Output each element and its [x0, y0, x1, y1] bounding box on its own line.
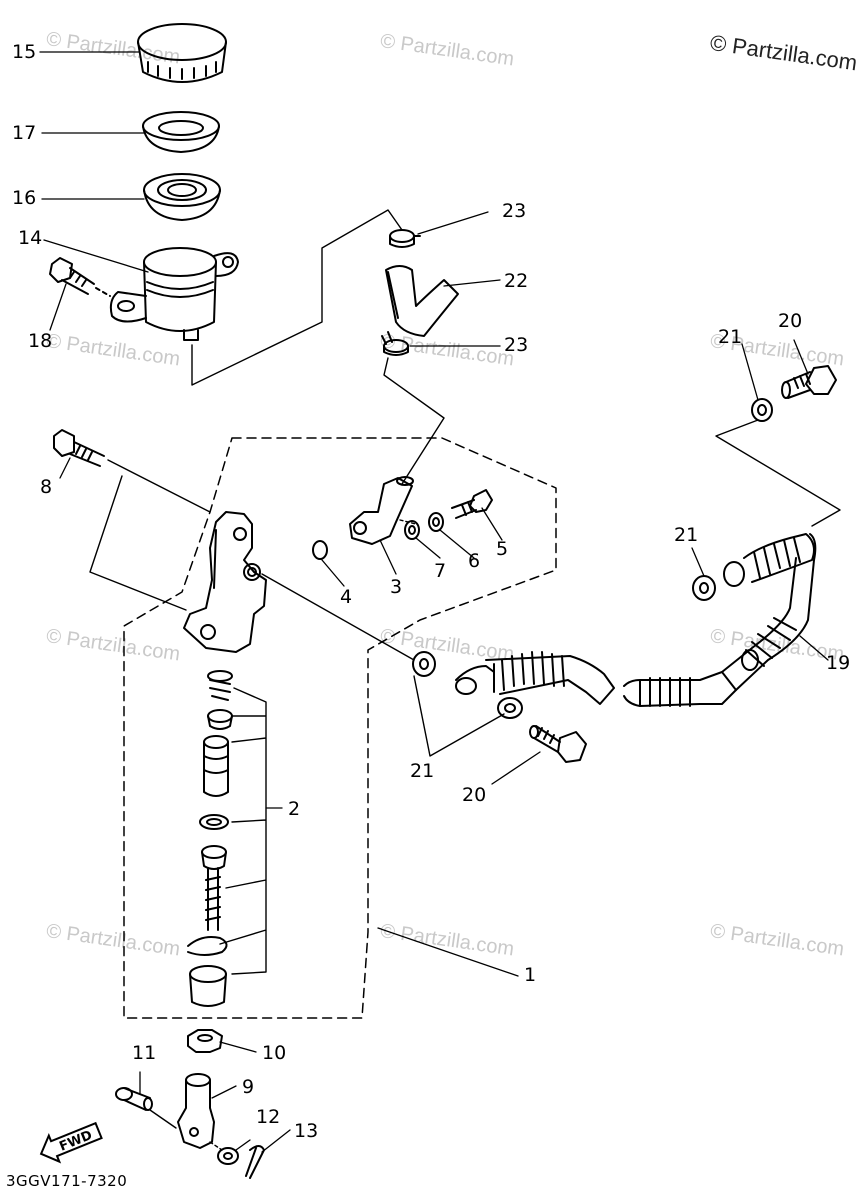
callout-20-right: 20 [778, 310, 803, 332]
callout-9: 9 [242, 1076, 255, 1098]
callout-4: 4 [340, 586, 353, 608]
callout-22: 22 [504, 270, 529, 292]
callout-10: 10 [262, 1042, 287, 1064]
cup-part [207, 709, 233, 730]
cotter-pin-part [245, 1145, 265, 1179]
callout-21-right: 21 [674, 524, 699, 546]
master-cylinder-body-part [183, 511, 267, 653]
callout-8: 8 [40, 476, 53, 498]
washer-part [217, 1147, 239, 1165]
diagram-code: 3GGV171-7320 [6, 1172, 128, 1190]
callout-21-center: 21 [410, 760, 435, 782]
push-rod-part [201, 845, 227, 931]
callout-21-right-top: 21 [718, 326, 743, 348]
locknut-part [187, 1029, 223, 1053]
boot-part [189, 965, 227, 1007]
callout-17: 17 [12, 122, 37, 144]
forward-direction-arrow: FWD [39, 1121, 103, 1164]
callout-15: 15 [12, 41, 37, 63]
washer-part [404, 520, 420, 540]
callout-23-lower: 23 [504, 334, 529, 356]
piston-part [203, 735, 229, 797]
seal-part [199, 814, 229, 830]
callout-18: 18 [28, 330, 53, 352]
hose-joint-part [349, 476, 414, 545]
o-ring-part [312, 540, 328, 560]
union-bolt-part [529, 725, 587, 763]
copper-washer-part [497, 697, 523, 719]
clevis-part [177, 1073, 215, 1149]
reservoir-hose-part [385, 265, 459, 337]
callout-13: 13 [294, 1120, 319, 1142]
callout-19: 19 [826, 652, 851, 674]
callout-11: 11 [132, 1042, 157, 1064]
callout-7: 7 [434, 560, 447, 582]
clevis-pin-part [115, 1087, 153, 1111]
master-cylinder-bolt-part [53, 429, 105, 467]
callout-1: 1 [524, 964, 537, 986]
reservoir-body-part [109, 247, 239, 341]
brake-hose-part [455, 533, 817, 707]
reservoir-bolt-part [49, 257, 95, 295]
callout-16: 16 [12, 187, 37, 209]
screw-part [451, 489, 493, 519]
union-bolt-part [781, 365, 837, 399]
reservoir-cap-part [137, 23, 227, 83]
callout-20-center: 20 [462, 784, 487, 806]
callout-3: 3 [390, 576, 403, 598]
hose-clamp-upper-part [389, 229, 421, 248]
copper-washer-part [692, 575, 716, 601]
circlip-part [187, 936, 228, 956]
callout-5: 5 [496, 538, 509, 560]
callout-2: 2 [288, 798, 301, 820]
callout-23-upper: 23 [502, 200, 527, 222]
callout-14: 14 [18, 227, 43, 249]
diaphragm-part [143, 173, 221, 221]
copper-washer-part [412, 651, 436, 677]
callout-12: 12 [256, 1106, 281, 1128]
callout-6: 6 [468, 550, 481, 572]
spring-part [207, 670, 233, 701]
copper-washer-part [751, 398, 773, 422]
leader-lines [39, 51, 829, 1153]
diaphragm-plate-part [142, 111, 220, 153]
hose-clamp-lower-part [381, 331, 409, 356]
washer-part [428, 512, 444, 532]
